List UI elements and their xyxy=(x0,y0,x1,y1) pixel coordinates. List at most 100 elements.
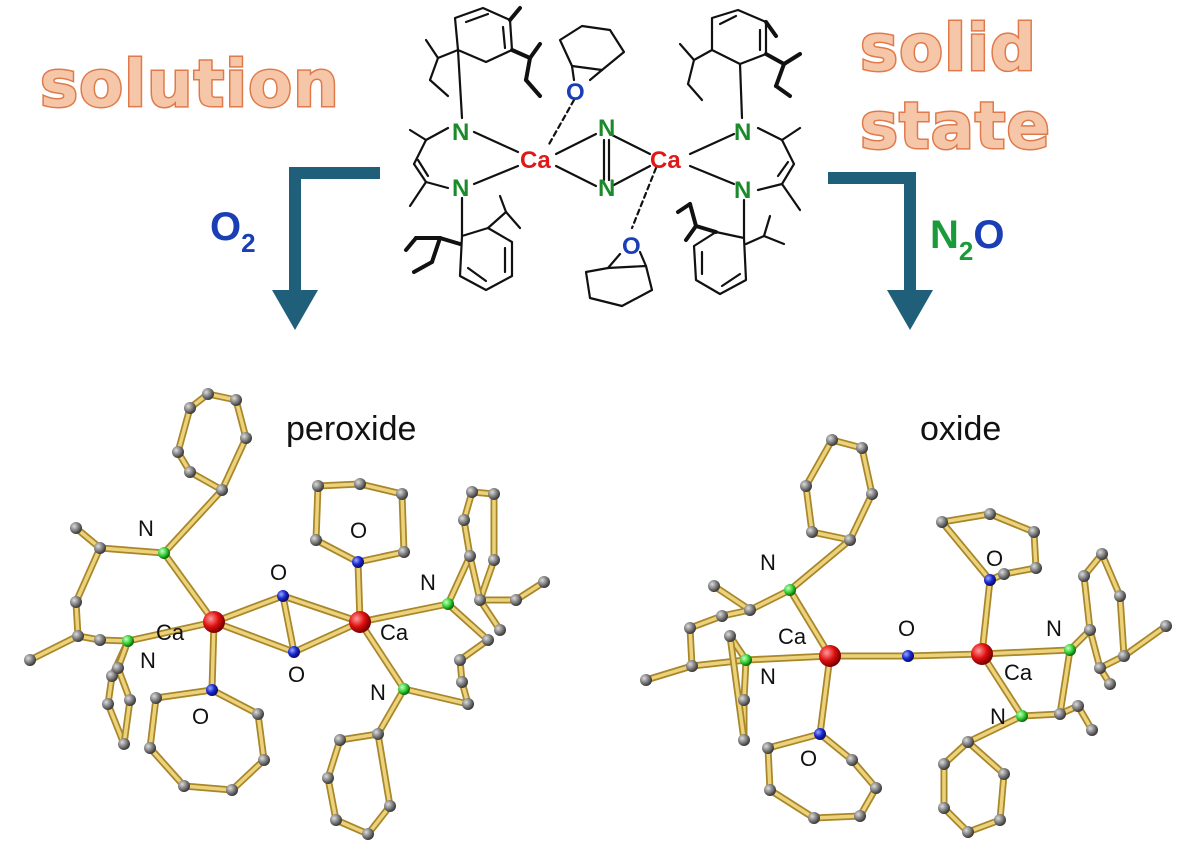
carbon-atom xyxy=(870,782,882,794)
oxide-label-ca-right: Ca xyxy=(1004,660,1033,685)
oxygen-atom xyxy=(277,590,289,602)
starting-complex-labels: N N Ca N N Ca N N O O xyxy=(452,79,751,260)
bond xyxy=(326,776,338,822)
bond xyxy=(338,732,380,742)
solution-title: solution xyxy=(40,48,340,122)
bond xyxy=(106,702,126,746)
carbon-atom xyxy=(708,580,720,592)
bond xyxy=(940,520,992,582)
bond xyxy=(358,620,406,691)
center-ca-1: Ca xyxy=(520,147,551,174)
carbon-atom xyxy=(808,812,820,824)
carbon-atom xyxy=(1028,526,1040,538)
nitrogen-atom xyxy=(1064,644,1076,656)
carbon-atom xyxy=(102,698,114,710)
carbon-atom xyxy=(936,516,948,528)
bond xyxy=(980,648,1072,656)
peroxide-label-ca-left: Ca xyxy=(156,620,185,645)
carbon-atom xyxy=(240,432,252,444)
oxide-structure xyxy=(640,434,1172,838)
carbon-atom xyxy=(94,542,106,554)
peroxide-label-o-bottom: O xyxy=(288,662,305,687)
nitrogen-atom xyxy=(740,654,752,666)
carbon-atom xyxy=(172,446,184,458)
bond xyxy=(804,484,814,534)
oxygen-atom xyxy=(352,556,364,568)
left-arrow xyxy=(272,167,380,330)
bond xyxy=(356,550,406,564)
bond xyxy=(690,658,748,668)
nitrogen-atom xyxy=(1016,710,1028,722)
center-o-2: O xyxy=(622,233,641,260)
carbon-atom xyxy=(94,634,106,646)
carbon-atom xyxy=(984,508,996,520)
oxygen-atom xyxy=(984,574,996,586)
carbon-atom xyxy=(1114,590,1126,602)
carbon-atom xyxy=(1096,548,1108,560)
oxide-label-ca-left: Ca xyxy=(778,624,807,649)
carbon-atom xyxy=(464,550,476,562)
oxygen-atom xyxy=(288,646,300,658)
bond xyxy=(688,626,694,668)
carbon-atom xyxy=(252,708,264,720)
bond xyxy=(1032,530,1038,570)
calcium-atom xyxy=(203,611,225,633)
carbon-atom xyxy=(482,634,494,646)
carbon-atom xyxy=(230,394,242,406)
carbon-atom xyxy=(456,676,468,688)
bond xyxy=(1100,552,1122,598)
bond xyxy=(1082,574,1092,632)
oxide-label-n-top: N xyxy=(760,550,776,575)
bond xyxy=(122,698,132,746)
center-n-4: N xyxy=(598,175,615,202)
starting-complex-structure xyxy=(404,6,802,308)
bond xyxy=(220,436,248,492)
bond xyxy=(966,740,1006,776)
carbon-atom xyxy=(322,772,334,784)
bond xyxy=(148,696,158,750)
carbon-atom xyxy=(962,736,974,748)
oxygen-atom xyxy=(814,728,826,740)
calcium-atom xyxy=(349,611,371,633)
carbon-atom xyxy=(184,466,196,478)
bond xyxy=(478,598,502,632)
carbon-atom xyxy=(144,742,156,754)
bond xyxy=(316,482,362,488)
bond xyxy=(1118,594,1126,658)
bond xyxy=(812,814,862,820)
bond xyxy=(906,652,984,658)
bond xyxy=(446,602,490,642)
bond xyxy=(182,784,234,792)
carbon-atom xyxy=(112,662,124,674)
bond xyxy=(810,530,852,542)
carbon-atom xyxy=(998,568,1010,580)
carbon-atom xyxy=(72,630,84,642)
oxide-caption: oxide xyxy=(920,410,1001,448)
peroxide-label-ca-right: Ca xyxy=(380,620,409,645)
carbon-atom xyxy=(488,488,500,500)
carbon-atom xyxy=(846,754,858,766)
carbon-atom xyxy=(1104,678,1116,690)
carbon-atom xyxy=(1094,662,1106,674)
carbon-atom xyxy=(684,622,696,634)
carbon-atom xyxy=(458,514,470,526)
oxide-label-o-bottom: O xyxy=(800,746,817,771)
carbon-atom xyxy=(800,480,812,492)
carbon-atom xyxy=(462,698,474,710)
carbon-atom xyxy=(118,738,130,750)
carbon-atom xyxy=(494,624,506,636)
carbon-atom xyxy=(150,692,162,704)
bond xyxy=(281,594,296,654)
bond xyxy=(940,512,992,524)
bond xyxy=(210,688,260,716)
carbon-atom xyxy=(744,604,756,616)
bond xyxy=(400,492,406,554)
peroxide-structure xyxy=(24,388,550,840)
carbon-atom xyxy=(962,826,974,838)
carbon-atom xyxy=(1078,570,1090,582)
peroxide-label-n-bottom: N xyxy=(370,680,386,705)
nitrogen-atom xyxy=(158,547,170,559)
center-n-2: N xyxy=(452,175,469,202)
bond xyxy=(326,738,342,780)
